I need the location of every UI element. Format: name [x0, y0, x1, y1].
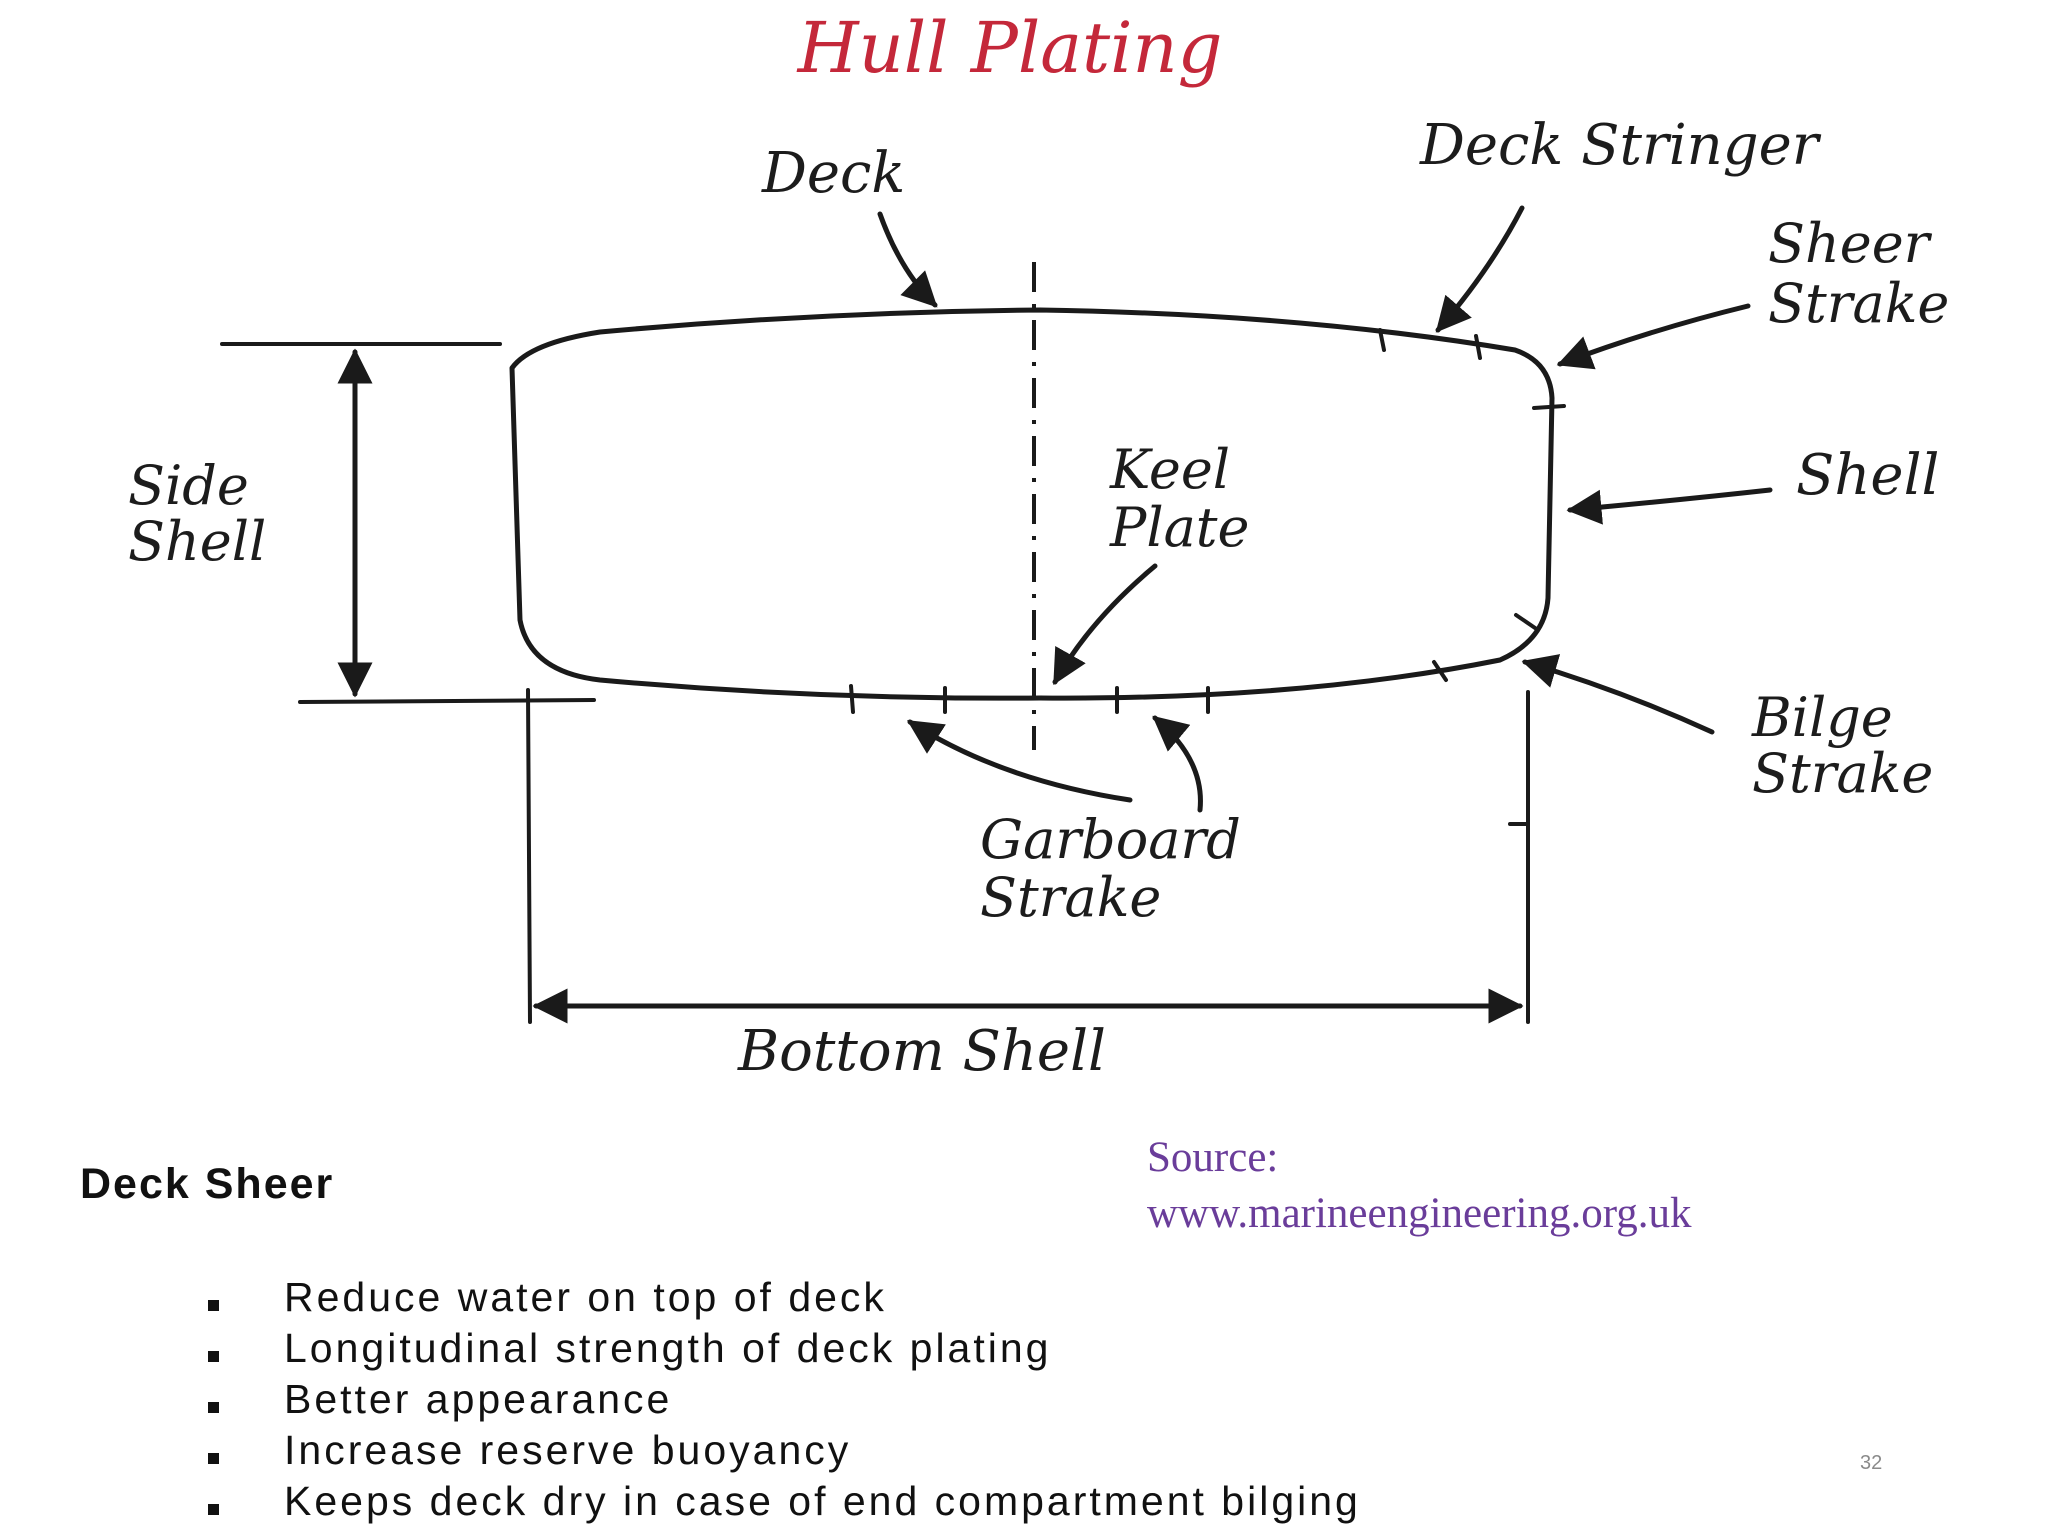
list-item-text: Increase reserve buoyancy	[284, 1427, 852, 1473]
bullet-square-icon	[208, 1402, 219, 1413]
label-keel-plate-line1: Keel	[1109, 438, 1230, 501]
label-keel-plate-line2: Plate	[1109, 496, 1249, 559]
bullet-square-icon	[208, 1504, 219, 1515]
list-item: Longitudinal strength of deck plating	[200, 1323, 1361, 1374]
page-number: 32	[1860, 1452, 1883, 1474]
plate-seam-ticks	[849, 328, 1566, 714]
list-item: Better appearance	[200, 1374, 1361, 1425]
source-citation: Source: www.marineengineering.org.uk	[1147, 1130, 1767, 1242]
list-item: Increase reserve buoyancy	[200, 1425, 1361, 1476]
list-item-text: Longitudinal strength of deck plating	[284, 1325, 1052, 1371]
diagram-labels: Deck Deck Stringer Sheer Strake Shell Si…	[128, 113, 1949, 1084]
source-label: Source:	[1147, 1134, 1279, 1181]
bottom-shell-dimension	[526, 688, 1530, 1024]
source-url: www.marineengineering.org.uk	[1147, 1190, 1692, 1237]
label-deck: Deck	[761, 141, 905, 206]
list-item-text: Better appearance	[284, 1376, 673, 1422]
side-shell-dimension	[220, 342, 596, 704]
label-deck-stringer: Deck Stringer	[1419, 113, 1822, 178]
bullet-square-icon	[208, 1300, 219, 1311]
bullet-list: Reduce water on top of deck Longitudinal…	[200, 1272, 1361, 1527]
list-item-text: Keeps deck dry in case of end compartmen…	[284, 1478, 1361, 1524]
bullet-square-icon	[208, 1351, 219, 1362]
bullet-square-icon	[208, 1453, 219, 1464]
label-garboard-strake-line2: Strake	[980, 866, 1161, 929]
label-sheer-strake-line1: Sheer	[1768, 212, 1933, 275]
list-item: Keeps deck dry in case of end compartmen…	[200, 1476, 1361, 1527]
leader-arrows	[877, 205, 1773, 813]
label-garboard-strake-line1: Garboard	[980, 808, 1241, 871]
diagram-title: Hull Plating	[796, 7, 1223, 89]
label-bilge-strake-line2: Strake	[1752, 742, 1933, 805]
label-side-shell-line2: Shell	[128, 510, 266, 573]
list-item-text: Reduce water on top of deck	[284, 1274, 887, 1320]
label-sheer-strake-line2: Strake	[1768, 272, 1949, 335]
label-side-shell-line1: Side	[128, 454, 249, 517]
label-bilge-strake-line1: Bilge	[1751, 686, 1893, 749]
list-item: Reduce water on top of deck	[200, 1272, 1361, 1323]
label-bottom-shell: Bottom Shell	[737, 1019, 1106, 1084]
label-shell: Shell	[1796, 443, 1939, 508]
section-heading: Deck Sheer	[80, 1160, 335, 1208]
hull-outline	[509, 307, 1555, 701]
